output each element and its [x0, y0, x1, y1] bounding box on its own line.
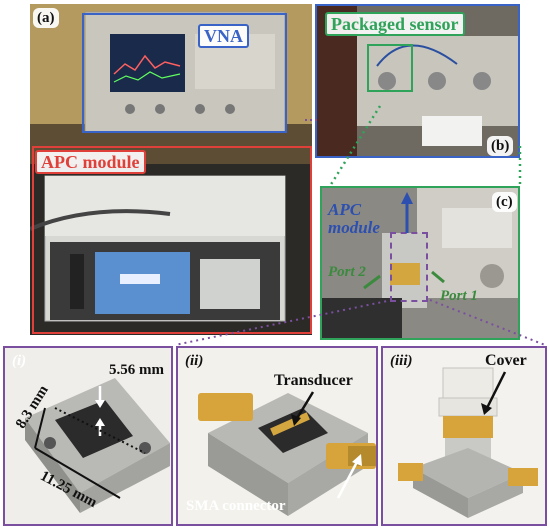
blue-arrow-icon — [401, 192, 413, 233]
panel-c-tag: (c) — [492, 192, 517, 212]
covered-sensor-photo — [383, 348, 545, 524]
panel-i-tag: (i) — [12, 353, 27, 369]
transducer-arrows — [291, 391, 362, 499]
width-dimension-label: 5.56 mm — [109, 362, 164, 378]
green-arrow-icon — [363, 270, 445, 290]
panel-b-tag: (b) — [487, 136, 514, 156]
apc-module-label: APC module — [35, 150, 146, 174]
panel-a-lab-setup-photo: (a) VNA APC module — [30, 4, 312, 335]
dimension-arrows — [34, 386, 146, 499]
cavity-block-photo — [5, 348, 171, 524]
transducer-photo — [178, 348, 376, 524]
vna-label: VNA — [198, 24, 249, 48]
port2-label: Port 2 — [328, 264, 366, 280]
packaged-sensor-label: Packaged sensor — [325, 12, 465, 36]
panel-b-packaged-sensor-photo: Packaged sensor (b) — [315, 4, 520, 158]
apc-module-c-label-line1: APC — [328, 200, 362, 219]
white-arrow-icon — [95, 386, 105, 436]
panel-i-cavity-photo: (i) 5.56 mm 8.3 mm 11.25 mm — [3, 346, 173, 526]
panel-c-arrows — [363, 192, 445, 290]
white-arrow-icon — [336, 454, 362, 499]
lab-setup-photo — [30, 4, 312, 335]
cover-label: Cover — [485, 352, 527, 369]
panel-a-tag: (a) — [33, 8, 59, 28]
sma-connector-label: SMA connector — [186, 498, 286, 514]
panel-iii-tag: (iii) — [390, 353, 413, 369]
transducer-label: Transducer — [274, 372, 353, 389]
cover-arrow — [481, 371, 507, 415]
panel-ii-transducer-photo: (ii) Transducer SMA connector — [176, 346, 378, 526]
apc-module-c-label-line2: module — [328, 218, 380, 237]
panel-iii-cover-photo: (iii) Cover — [381, 346, 547, 526]
panel-ii-tag: (ii) — [185, 353, 204, 369]
panel-c-sensor-ports-photo: (c) APC module Port 2 Port 1 — [320, 186, 520, 340]
